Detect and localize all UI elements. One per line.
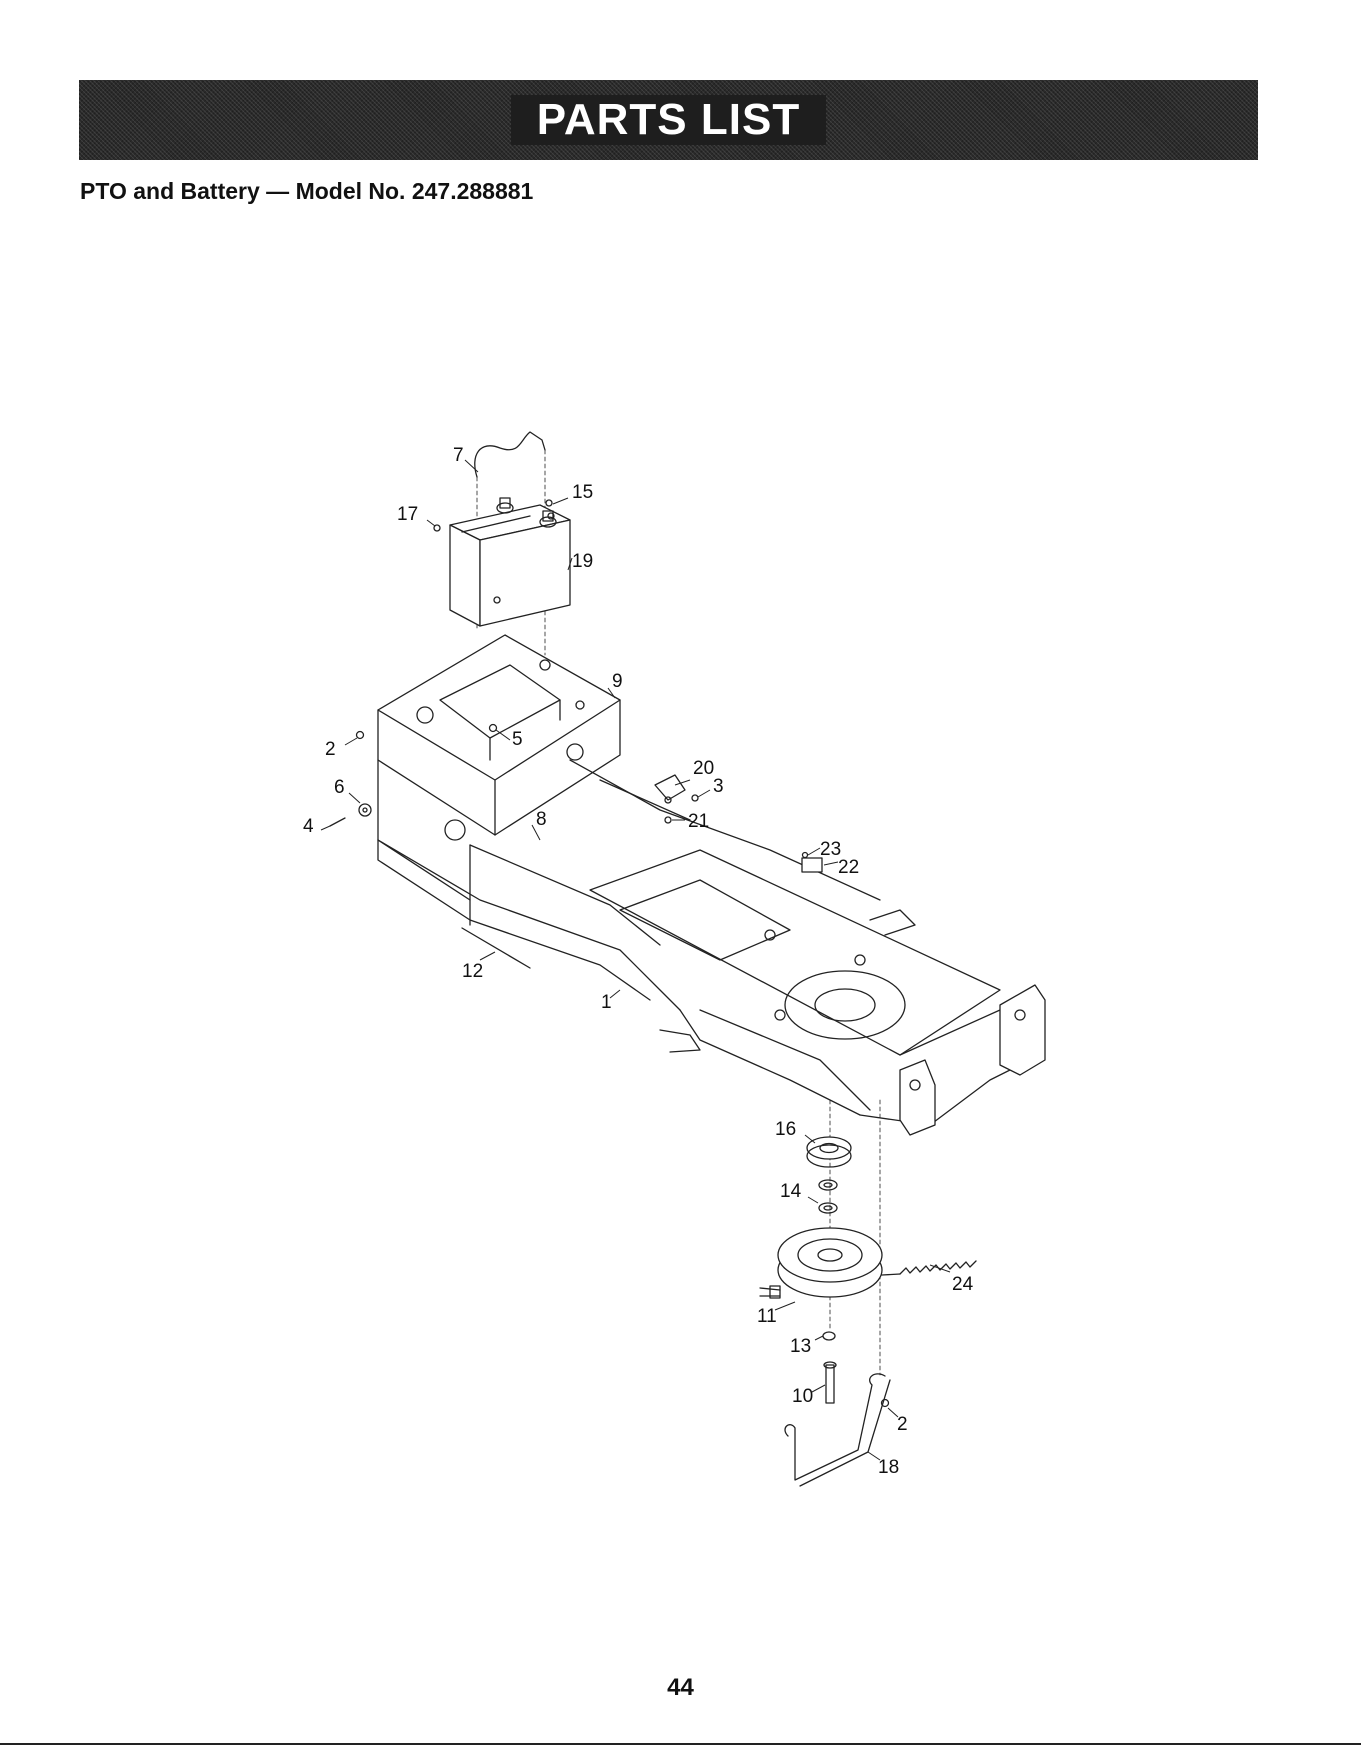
callout-22: 22 <box>838 857 859 878</box>
callout-7: 7 <box>453 445 464 466</box>
main-frame <box>378 744 1045 1135</box>
callout-13: 13 <box>790 1336 811 1357</box>
battery-tray <box>378 635 620 835</box>
callout-4: 4 <box>303 816 314 837</box>
battery <box>450 498 570 626</box>
callout-20: 20 <box>693 758 714 779</box>
callout-15: 15 <box>572 482 593 503</box>
callout-1: 1 <box>601 992 612 1013</box>
spacer <box>819 1180 837 1190</box>
callout-8: 8 <box>536 809 547 830</box>
bolt-4 <box>330 818 345 826</box>
callout-16: 16 <box>775 1119 796 1140</box>
relay <box>802 858 822 872</box>
callout-11: 11 <box>757 1306 777 1327</box>
callout-18: 18 <box>878 1457 899 1478</box>
callout-21: 21 <box>688 811 709 832</box>
clutch-washer <box>823 1332 835 1340</box>
pto-clutch <box>760 1228 882 1298</box>
callout-10: 10 <box>792 1386 813 1407</box>
callout-12: 12 <box>462 961 483 982</box>
callout-2b: 2 <box>897 1414 908 1435</box>
callout-19: 19 <box>572 551 593 572</box>
page-number: 44 <box>0 1674 1361 1702</box>
clutch-spring <box>882 1261 976 1275</box>
washer <box>359 804 371 816</box>
callout-3: 3 <box>713 776 724 797</box>
callout-9: 9 <box>612 671 623 692</box>
callout-24: 24 <box>952 1274 974 1295</box>
footer-rule <box>0 1743 1361 1745</box>
battery-nut <box>546 500 552 506</box>
callout-17: 17 <box>397 504 418 525</box>
pto-switch-bracket <box>655 775 685 800</box>
callout-2: 2 <box>325 739 336 760</box>
bolt <box>357 732 364 739</box>
callout-6: 6 <box>334 777 345 798</box>
callout-14: 14 <box>780 1181 802 1202</box>
clutch-bolt <box>824 1362 836 1403</box>
hold-down-rod <box>475 432 545 477</box>
callout-5: 5 <box>512 729 523 750</box>
